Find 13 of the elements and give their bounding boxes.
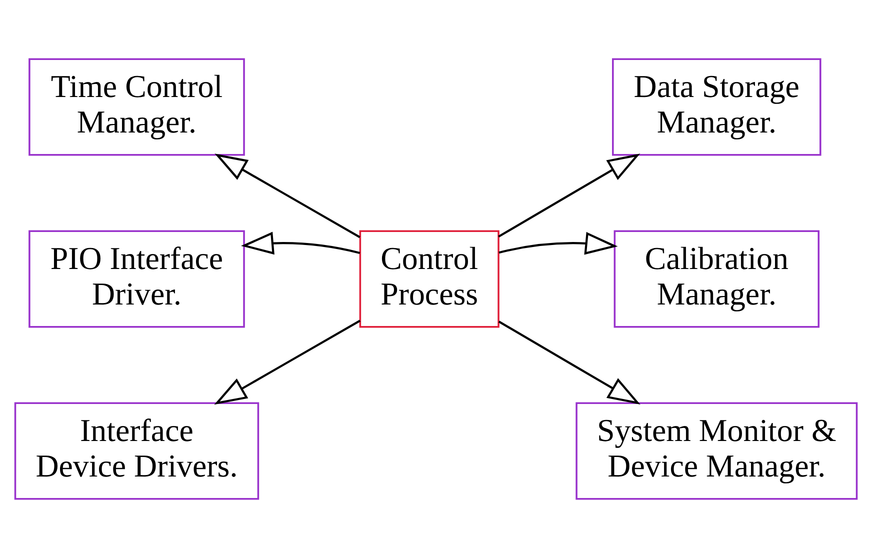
arrow	[498, 153, 640, 238]
node-box: PIO Interface Driver.	[28, 230, 245, 328]
node-box: System Monitor & Device Manager.	[576, 402, 858, 500]
node-box: Interface Device Drivers.	[14, 402, 260, 500]
node-box: Time Control Manager.	[28, 58, 245, 156]
node-box: Control Process	[359, 230, 500, 328]
arrow	[498, 320, 640, 404]
arrow	[214, 153, 360, 238]
arrow	[498, 231, 618, 254]
node-box: Calibration Manager.	[614, 230, 820, 328]
node-box: Data Storage Manager.	[612, 58, 822, 156]
arrow	[240, 231, 360, 254]
arrow	[214, 319, 361, 404]
